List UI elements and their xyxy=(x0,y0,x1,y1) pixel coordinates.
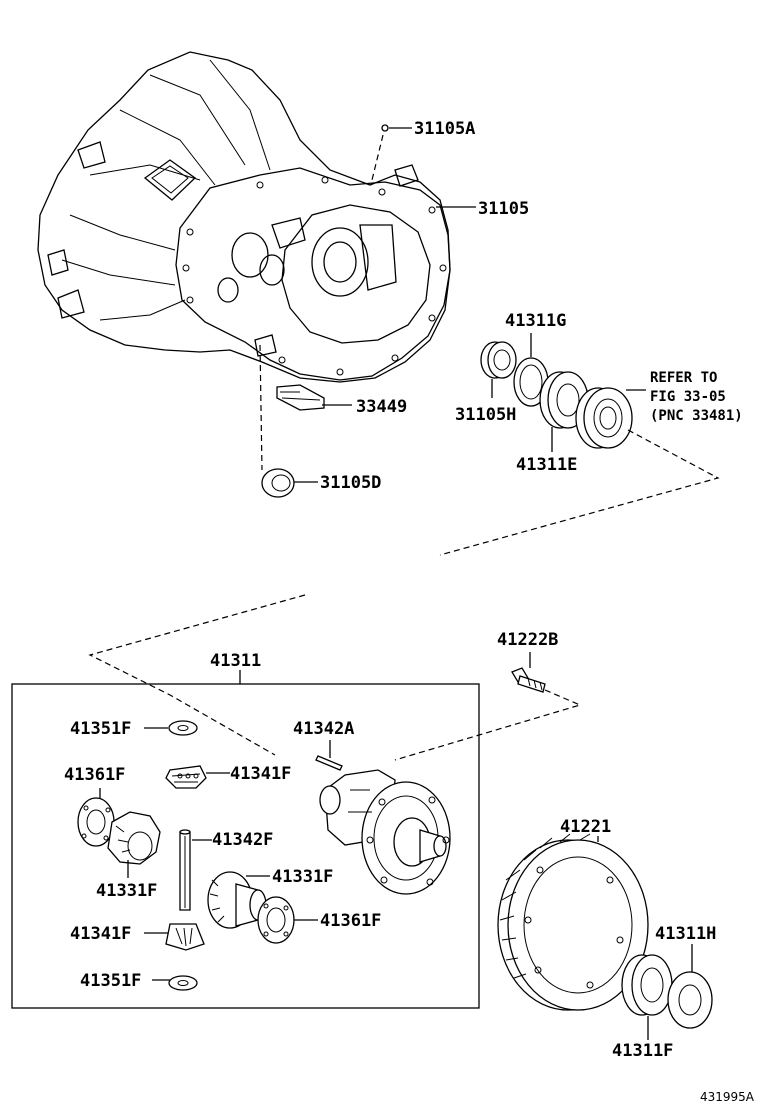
label-31105H: 31105H xyxy=(455,405,516,425)
refer-note-line3: (PNC 33481) xyxy=(650,408,743,424)
label-41361F-left: 41361F xyxy=(64,765,125,785)
label-31105: 31105 xyxy=(478,199,529,219)
label-33449: 33449 xyxy=(356,397,407,417)
label-41311G: 41311G xyxy=(505,311,566,331)
label-41311H: 41311H xyxy=(655,924,716,944)
seal-31105D xyxy=(259,344,295,498)
side-gear-41331F-right xyxy=(207,871,267,929)
leader-lines xyxy=(99,127,646,981)
label-41342F: 41342F xyxy=(212,830,273,850)
differential-case xyxy=(319,769,451,895)
plug-31105A xyxy=(371,124,389,181)
label-41222B: 41222B xyxy=(497,630,558,650)
label-41351F-bottom: 41351F xyxy=(80,971,141,991)
assembly-line-middle xyxy=(88,594,306,756)
label-41221: 41221 xyxy=(560,817,611,837)
shaft-41342F xyxy=(179,829,191,911)
label-41311F: 41311F xyxy=(612,1041,673,1061)
label-41311: 41311 xyxy=(210,651,261,671)
label-31105D: 31105D xyxy=(320,473,381,493)
label-41331F-right: 41331F xyxy=(272,867,333,887)
pinion-gear-41341F-top xyxy=(165,765,207,789)
pinion-gear-41341F-bottom xyxy=(165,923,205,951)
bearing-41311F xyxy=(621,954,673,1040)
washer-41351F-bottom xyxy=(168,975,198,991)
bolt-41222B xyxy=(511,652,546,693)
figure-id: 431995A xyxy=(700,1090,755,1104)
assembly-line-right xyxy=(394,689,582,761)
label-41361F-right: 41361F xyxy=(320,911,381,931)
ring-gear-41221 xyxy=(497,833,649,1011)
bearing-ref-33481 xyxy=(575,387,633,449)
refer-note-line1: REFER TO xyxy=(650,370,717,386)
shim-41311H xyxy=(667,944,713,1029)
label-31105A: 31105A xyxy=(414,119,475,139)
label-41311E: 41311E xyxy=(516,455,577,475)
label-41341F-bottom: 41341F xyxy=(70,924,131,944)
thrust-washer-41361F-right xyxy=(257,896,295,944)
plate-33449 xyxy=(276,384,325,411)
refer-note-line2: FIG 33-05 xyxy=(650,389,726,405)
seal-31105H xyxy=(480,341,517,379)
thrust-washer-41361F-left xyxy=(77,797,115,847)
label-41331F-left: 41331F xyxy=(96,881,157,901)
label-41341F-top: 41341F xyxy=(230,764,291,784)
assembly-line-upper xyxy=(439,429,720,556)
side-gear-41331F-left xyxy=(107,811,161,878)
pin-41342A xyxy=(315,740,343,771)
washer-41351F-top xyxy=(168,720,198,736)
differential-kit-box xyxy=(11,683,480,1009)
label-41342A: 41342A xyxy=(293,719,354,739)
transaxle-housing xyxy=(37,51,451,383)
label-41351F-top: 41351F xyxy=(70,719,131,739)
